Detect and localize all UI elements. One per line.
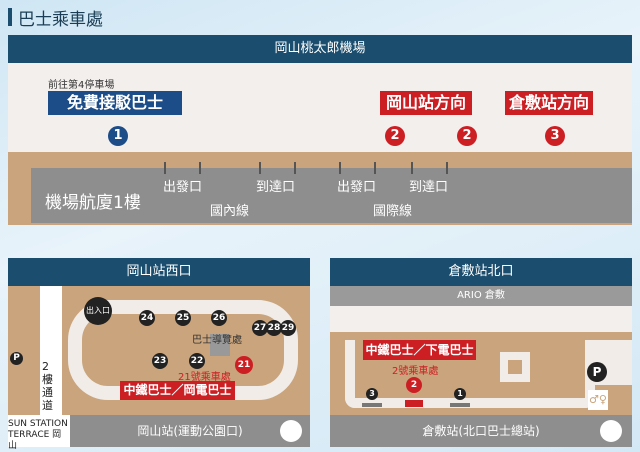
bus-stop-number: 27 (252, 320, 268, 336)
mall-label: ARIO 倉敷 (330, 286, 632, 306)
parking-icon: P (10, 352, 23, 365)
international-label: 國際線 (373, 204, 413, 219)
gate-label: 出發口 (163, 180, 203, 195)
bus-stop-number: 22 (189, 353, 205, 369)
corridor (40, 286, 62, 415)
bus-stop-number: 3 (366, 388, 378, 400)
bus-stop-number: 26 (211, 310, 227, 326)
bus-stop-number: 28 (266, 320, 282, 336)
stop-marker: 2 (457, 126, 477, 146)
operator-label: 中鐵巴士／下電巴士 (363, 340, 476, 360)
stop-label: 2號乘車處 (392, 366, 439, 377)
bus-stop-number: 23 (152, 353, 168, 369)
terminal-label: 機場航廈1樓 (45, 193, 141, 213)
kurashiki-direction-label: 倉敷站方向 (505, 91, 593, 115)
entrance-marker: 出入口 (84, 297, 112, 325)
free-shuttle-label: 免費接駁巴士 (48, 91, 182, 115)
gate-label: 到達口 (256, 180, 296, 195)
corridor-label: 2樓通道 (42, 360, 53, 412)
parking-icon: P (587, 362, 607, 382)
stop-marker: 2 (385, 126, 405, 146)
bus-stop-2: 2 (406, 377, 422, 393)
bus-stop-number: 1 (454, 388, 466, 400)
bus-stop-number: 25 (175, 310, 191, 326)
okayama-header: 岡山站西口 (8, 258, 310, 286)
operator-label: 中鐵巴士／岡電巴士 (120, 381, 235, 400)
okayama-direction-label: 岡山站方向 (380, 91, 472, 115)
bus-stop-21: 21 (235, 356, 253, 374)
restroom-icon: ♂♀ (588, 390, 608, 410)
parking-note: 前往第4停車場 (48, 80, 115, 91)
bus-stop-number: 24 (139, 310, 155, 326)
building-label: SUN STATION TERRACE 岡山 (8, 415, 70, 451)
okayama-footer: 岡山站(運動公園口) (70, 415, 310, 447)
airport-header: 岡山桃太郎機場 (8, 35, 632, 63)
info-center-label: 巴士導覽處 (192, 335, 242, 346)
compass-icon (600, 420, 622, 442)
gate-label: 出發口 (337, 180, 377, 195)
kurashiki-footer: 倉敷站(北口巴士總站) (330, 415, 632, 447)
title-accent (8, 8, 12, 26)
domestic-label: 國內線 (210, 204, 250, 219)
stop-marker: 3 (545, 126, 565, 146)
terminal-building (31, 168, 632, 223)
stop-label: 21號乘車處 (178, 372, 231, 383)
stop-marker: 1 (108, 126, 128, 146)
page-title: 巴士乘車處 (18, 10, 103, 30)
gate-label: 到達口 (409, 180, 449, 195)
bus-stop-number: 29 (280, 320, 296, 336)
compass-icon (280, 420, 302, 442)
kurashiki-header: 倉敷站北口 (330, 258, 632, 286)
